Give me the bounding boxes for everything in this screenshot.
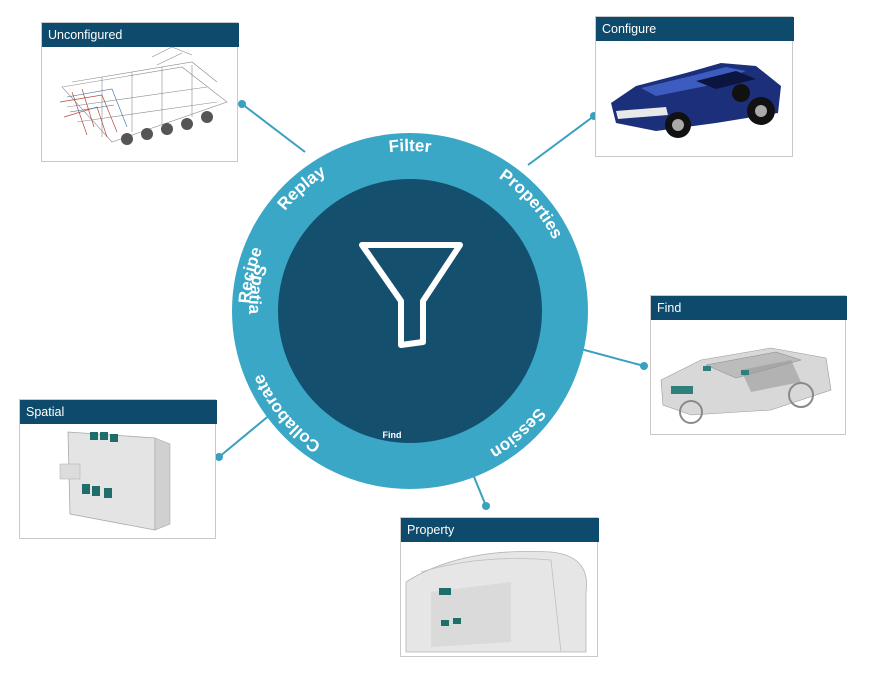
connector-configure (527, 115, 595, 166)
translucent-bracket-image (20, 424, 215, 538)
connector-dot (215, 453, 223, 461)
card-unconfigured[interactable]: Unconfigured (41, 22, 239, 162)
connector-unconfigured (241, 103, 306, 153)
connector-dots (215, 100, 648, 510)
card-spatial[interactable]: Spatial (19, 399, 217, 539)
translucent-body-shell-image (401, 542, 597, 656)
funnel-filter-icon (359, 242, 463, 348)
inner-hub (278, 179, 542, 443)
connector-dot (640, 362, 648, 370)
card-title-unconfigured: Unconfigured (42, 23, 239, 47)
connector-find (576, 347, 645, 367)
translucent-chassis-image (651, 320, 845, 434)
card-title-find: Find (651, 296, 847, 320)
ring-label-find[interactable]: Find (383, 430, 402, 440)
card-title-spatial: Spatial (20, 400, 217, 424)
wireframe-truck-image (42, 47, 237, 161)
card-title-property: Property (401, 518, 599, 542)
card-find[interactable]: Find (650, 295, 847, 435)
ring-label-filter[interactable]: Filter (388, 136, 433, 156)
card-configure[interactable]: Configure (595, 16, 794, 157)
connector-dot (238, 100, 246, 108)
card-title-configure: Configure (596, 17, 794, 41)
connector-dot (482, 502, 490, 510)
card-property[interactable]: Property (400, 517, 599, 657)
blue-race-car-image (596, 41, 792, 156)
